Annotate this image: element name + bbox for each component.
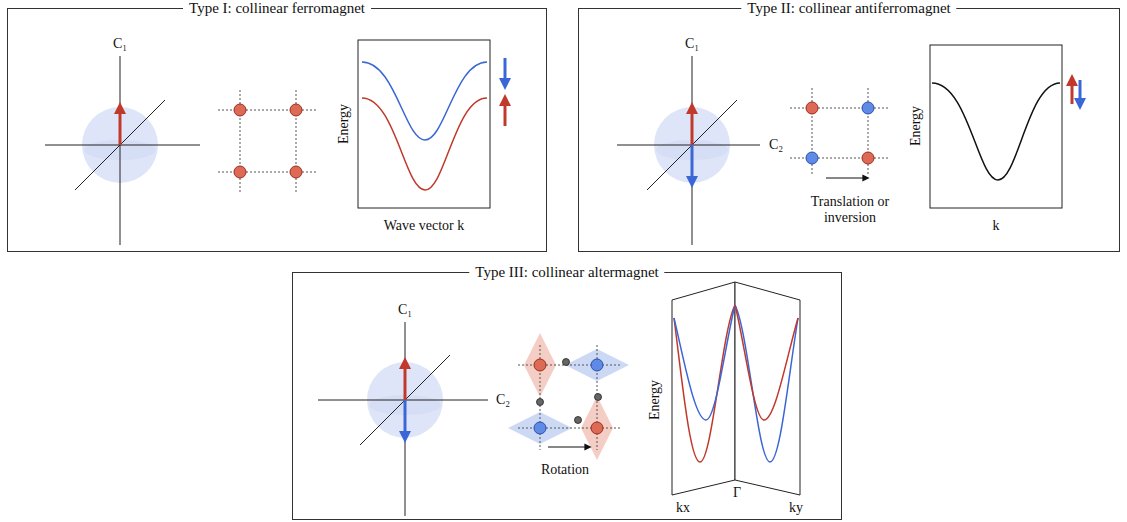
band-plot [930,45,1080,208]
band-plot [358,40,505,208]
spin-axes [617,56,760,245]
axis-label: Γ [733,485,741,501]
axis-label: C₁ [685,36,699,52]
axis-label: C₂ [769,137,783,153]
lattice [218,90,318,194]
axis-label: C₁ [113,36,127,52]
axis-title: Energy [908,106,924,146]
panel-title: Type I: collinear ferromagnet [183,0,371,17]
spin-arrow [691,108,694,145]
spin-arrow [404,363,407,400]
band-plot [672,282,800,495]
spin-arrow [404,400,407,437]
axis-title: k [993,218,1000,234]
spin-axes [318,322,488,516]
caption-note: Translation or inversion [808,194,892,226]
panel-box: Type III: collinear altermagnet [292,272,842,520]
axis-label: C₂ [496,392,510,408]
axis-label: C₁ [398,302,412,318]
panel-title: Type III: collinear altermagnet [469,263,664,281]
axis-label: ky [789,500,803,516]
spin-arrow [119,108,122,145]
spin-arrow [691,145,694,182]
spin-axes [45,56,200,245]
lattice [790,88,890,178]
lattice [508,333,629,460]
caption-note: Rotation [541,462,589,478]
axis-title: Energy [647,380,663,420]
panel-box: Type I: collinear ferromagnet [7,8,547,252]
panel-title: Type II: collinear antiferromagnet [741,0,956,17]
axis-label: kx [676,500,690,516]
axis-title: Energy [336,104,352,144]
axis-title: Wave vector k [384,218,465,234]
